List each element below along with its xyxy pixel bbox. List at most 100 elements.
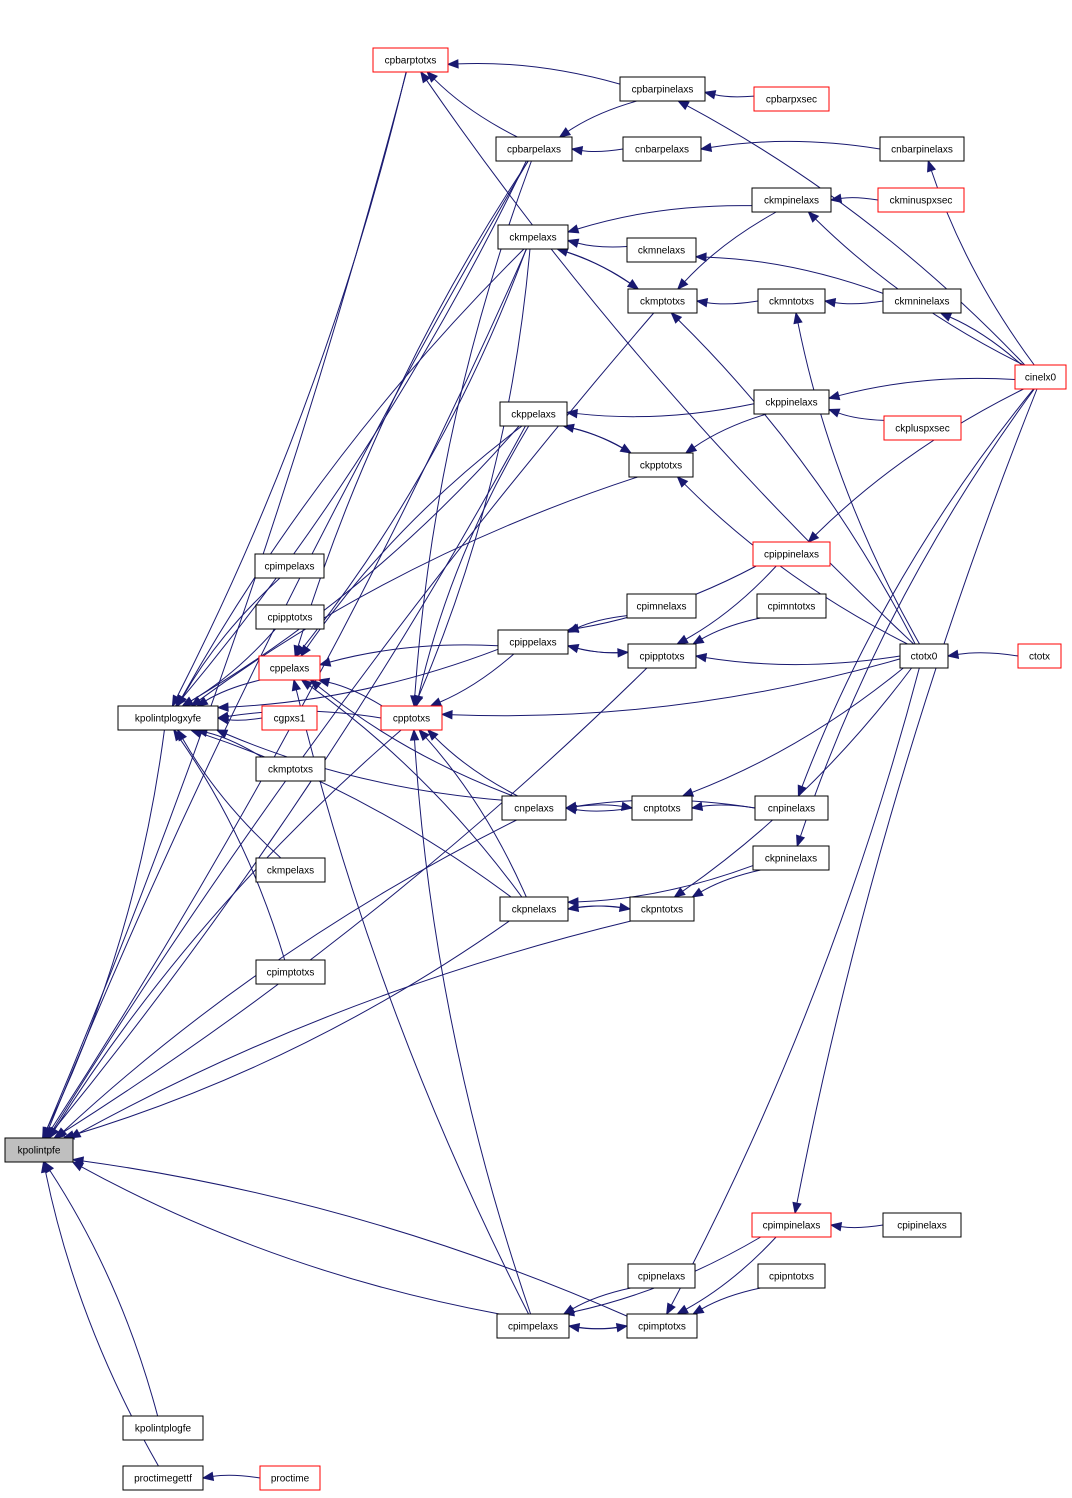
node-cpbarpinelaxs[interactable]: cpbarpinelaxs — [619, 76, 706, 102]
node-ctotx[interactable]: ctotx — [1017, 643, 1062, 669]
node-ctotx0[interactable]: ctotx0 — [899, 643, 949, 669]
edge-line — [685, 565, 777, 640]
node-kpolintplogfe[interactable]: kpolintplogfe — [122, 1415, 204, 1441]
edge-line — [457, 62, 621, 85]
edge-line — [834, 300, 884, 305]
node-cinelx0[interactable]: cinelx0 — [1014, 364, 1067, 390]
edge-arrowhead — [670, 312, 683, 324]
edge-arrowhead — [309, 679, 322, 691]
edge-arrowhead — [695, 297, 709, 308]
edge-arrowhead — [52, 1128, 66, 1139]
node-kpolintplogxyfe[interactable]: kpolintplogxyfe — [117, 705, 219, 731]
node-ckmpinelaxs[interactable]: ckmpinelaxs — [751, 187, 832, 213]
node-cpimnelaxs[interactable]: cpimnelaxs — [626, 593, 697, 619]
node-box — [497, 629, 569, 655]
node-label: cpimntotxs — [768, 602, 816, 613]
node-cpimpelaxs-bot[interactable]: cpimpelaxs — [496, 1313, 570, 1339]
edge-line — [176, 71, 407, 698]
node-cnbarpinelaxs[interactable]: cnbarpinelaxs — [879, 136, 965, 162]
node-ckpninelaxs[interactable]: ckpninelaxs — [752, 845, 830, 871]
node-cpipptotxs-left[interactable]: cpipptotxs — [255, 604, 325, 630]
node-ckppinelaxs[interactable]: ckppinelaxs — [753, 389, 830, 415]
node-cpptotxs[interactable]: cpptotxs — [380, 705, 443, 731]
node-cnbarpelaxs[interactable]: cnbarpelaxs — [622, 136, 702, 162]
node-cpipnelaxs[interactable]: cpipnelaxs — [627, 1263, 696, 1289]
node-cpimpinelaxs[interactable]: cpimpinelaxs — [751, 1212, 832, 1238]
edge-line — [418, 425, 530, 697]
edge-arrowhead — [190, 695, 203, 707]
edge-line — [182, 738, 282, 859]
edge-cpbarptotxs-to-kpolintplogxyfe — [171, 71, 407, 708]
node-ckpluspxsec[interactable]: ckpluspxsec — [883, 415, 962, 441]
node-cnptotxs[interactable]: cnptotxs — [631, 795, 693, 821]
node-ckpnelaxs[interactable]: ckpnelaxs — [499, 896, 569, 922]
edge-ctotx0-to-cpptotxs — [440, 658, 901, 720]
node-cpimntotxs[interactable]: cpimntotxs — [756, 593, 827, 619]
node-box — [753, 389, 830, 415]
node-cnpelaxs[interactable]: cnpelaxs — [501, 795, 567, 821]
node-ckmninelaxs[interactable]: ckmninelaxs — [882, 288, 962, 314]
node-label: cpimpelaxs — [264, 562, 314, 573]
node-label: cpimpinelaxs — [763, 1221, 821, 1232]
node-proctime[interactable]: proctime — [259, 1465, 321, 1491]
edge-line — [801, 388, 1034, 787]
node-cppelaxs[interactable]: cppelaxs — [258, 655, 321, 681]
edge-line — [577, 205, 753, 230]
edge-arrowhead — [300, 644, 311, 658]
node-box — [899, 643, 949, 669]
edge-line — [306, 425, 523, 649]
node-cgpxs1[interactable]: cgpxs1 — [261, 705, 318, 731]
node-box — [255, 857, 326, 883]
node-ckmntotxs[interactable]: ckmntotxs — [757, 288, 826, 314]
node-cpipinelaxs[interactable]: cpipinelaxs — [882, 1212, 962, 1238]
node-cpimptotxs-bot[interactable]: cpimptotxs — [626, 1313, 698, 1339]
node-cpbarpxsec[interactable]: cpbarpxsec — [753, 86, 830, 112]
node-ckpntotxs[interactable]: ckpntotxs — [629, 896, 695, 922]
node-cnpinelaxs[interactable]: cnpinelaxs — [754, 795, 829, 821]
call-nodes: kpolintpfe kpolintplogxyfe kpolintplogfe pr… — [4, 47, 1067, 1491]
node-ckmnelaxs[interactable]: ckmnelaxs — [626, 237, 697, 263]
edge-cnpelaxs-to-cnptotxs — [565, 801, 634, 812]
node-ckmpelaxs-mid[interactable]: ckmpelaxs — [497, 224, 569, 250]
node-cpbarpelaxs[interactable]: cpbarpelaxs — [495, 136, 573, 162]
node-ckmpelaxs-left[interactable]: ckmpelaxs — [255, 857, 326, 883]
node-ckppelaxs[interactable]: ckppelaxs — [499, 401, 568, 427]
node-ckminuspxsec[interactable]: ckminuspxsec — [877, 187, 965, 213]
node-box — [626, 593, 697, 619]
edge-arrowhead — [68, 1128, 82, 1139]
edge-line — [710, 140, 881, 150]
node-ckmptotxs-mid[interactable]: ckmptotxs — [627, 288, 698, 314]
edge-line — [46, 729, 165, 1130]
edge-line — [52, 312, 655, 1130]
node-label: ckpninelaxs — [765, 854, 817, 865]
node-label: cppelaxs — [270, 664, 309, 675]
node-kpolintpfe[interactable]: kpolintpfe — [4, 1137, 74, 1163]
node-cpimptotxs-left[interactable]: cpimptotxs — [255, 959, 326, 985]
edge-line — [572, 1287, 631, 1310]
node-box — [751, 1212, 832, 1238]
node-label: cpbarpinelaxs — [632, 85, 694, 96]
edge-line — [700, 869, 761, 893]
node-cpippelaxs[interactable]: cpippelaxs — [497, 629, 569, 655]
node-cpipntotxs[interactable]: cpipntotxs — [757, 1263, 826, 1289]
node-box — [372, 47, 449, 73]
node-box — [380, 705, 443, 731]
edge-line — [705, 655, 901, 666]
edge-cnbarpelaxs-to-cpbarpelaxs — [570, 145, 624, 156]
node-cpbarptotxs[interactable]: cpbarptotxs — [372, 47, 449, 73]
edge-arrowhead — [792, 1201, 802, 1215]
node-label: ckmnelaxs — [638, 246, 685, 257]
node-ckpptotxs[interactable]: ckpptotxs — [628, 452, 694, 478]
edge-line — [78, 920, 632, 1134]
edge-line — [451, 658, 901, 717]
node-label: cpipnelaxs — [638, 1272, 685, 1283]
node-proctimegettf[interactable]: proctimegettf — [122, 1465, 204, 1491]
node-cpimpelaxs-left[interactable]: cpimpelaxs — [254, 553, 325, 579]
node-cpipptotxs-mid[interactable]: cpipptotxs — [627, 643, 697, 669]
node-cpippinelaxs[interactable]: cpippinelaxs — [752, 541, 831, 567]
edge-cpbarpxsec-to-cpbarpinelaxs — [703, 90, 755, 100]
edge-ctotx0-to-cpipptotxs_mid — [694, 652, 901, 666]
edge-cinelx0-to-ckpninelaxs — [796, 388, 1035, 848]
node-ckmptotxs-left[interactable]: ckmptotxs — [255, 756, 326, 782]
edge-cpimptotxs_left-to-kpolintplogxyfe — [173, 728, 286, 961]
